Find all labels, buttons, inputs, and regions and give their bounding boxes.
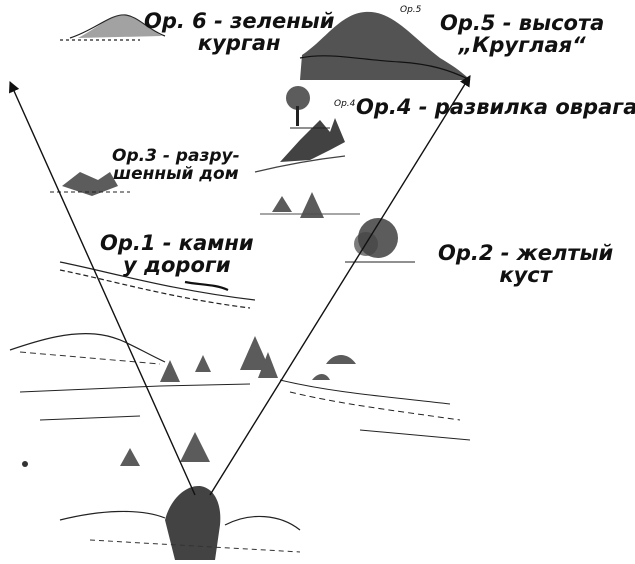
label-or6-line1: Ор. 6 - зеленый <box>144 9 335 33</box>
label-or5-line1: Ор.5 - высота <box>440 11 605 35</box>
road-with-stones <box>59 261 256 309</box>
label-or5-line2: „Круглая“ <box>440 34 604 56</box>
label-or1-line1: Ор.1 - камни <box>100 231 254 255</box>
near-hill-left <box>9 333 166 365</box>
label-or1-line2: у дороги <box>123 253 231 278</box>
label-or5: Ор.5 - высота „Круглая“ <box>440 12 604 56</box>
arrow-right <box>209 75 471 496</box>
observation-point <box>59 485 301 560</box>
ravine-fork <box>254 118 346 173</box>
label-or1: Ор.1 - камни у дороги <box>100 232 254 276</box>
mid-trees <box>160 336 356 382</box>
foreground-trees <box>120 432 210 466</box>
label-or5-mark: Ор.5 <box>400 5 422 15</box>
corner-mark <box>22 461 28 467</box>
label-or4-mark: Ор.4 <box>334 99 356 109</box>
tree-cluster-top <box>286 86 330 129</box>
small-trees-middle <box>260 192 360 218</box>
label-or6-line2: курган <box>197 31 281 56</box>
label-or3: Ор.3 - разру- шенный дом <box>112 146 240 184</box>
mid-ground-strokes <box>19 379 471 441</box>
round-height-hill <box>299 11 471 81</box>
green-mound-hill <box>78 14 162 38</box>
label-or5-line2-text: Круглая <box>472 33 573 58</box>
label-or4-line1: Ор.4 - развилка оврага <box>356 95 635 119</box>
label-or2-line1: Ор.2 - желтый <box>438 241 614 265</box>
label-or4: Ор.4 - развилка оврага <box>356 96 635 118</box>
quote-close: “ <box>572 33 586 58</box>
arrow-left <box>9 80 196 496</box>
label-or6: Ор. 6 - зеленый курган <box>144 10 334 54</box>
label-or2-line2: куст <box>499 263 552 288</box>
ruined-house <box>50 172 130 196</box>
label-or3-line1: Ор.3 - разру- <box>112 146 240 166</box>
yellow-bush <box>345 218 415 263</box>
far-hills <box>60 14 166 41</box>
label-or2: Ор.2 - желтый куст <box>438 242 613 286</box>
quote-open: „ <box>458 33 473 58</box>
label-or3-line2: шенный дом <box>113 163 239 184</box>
